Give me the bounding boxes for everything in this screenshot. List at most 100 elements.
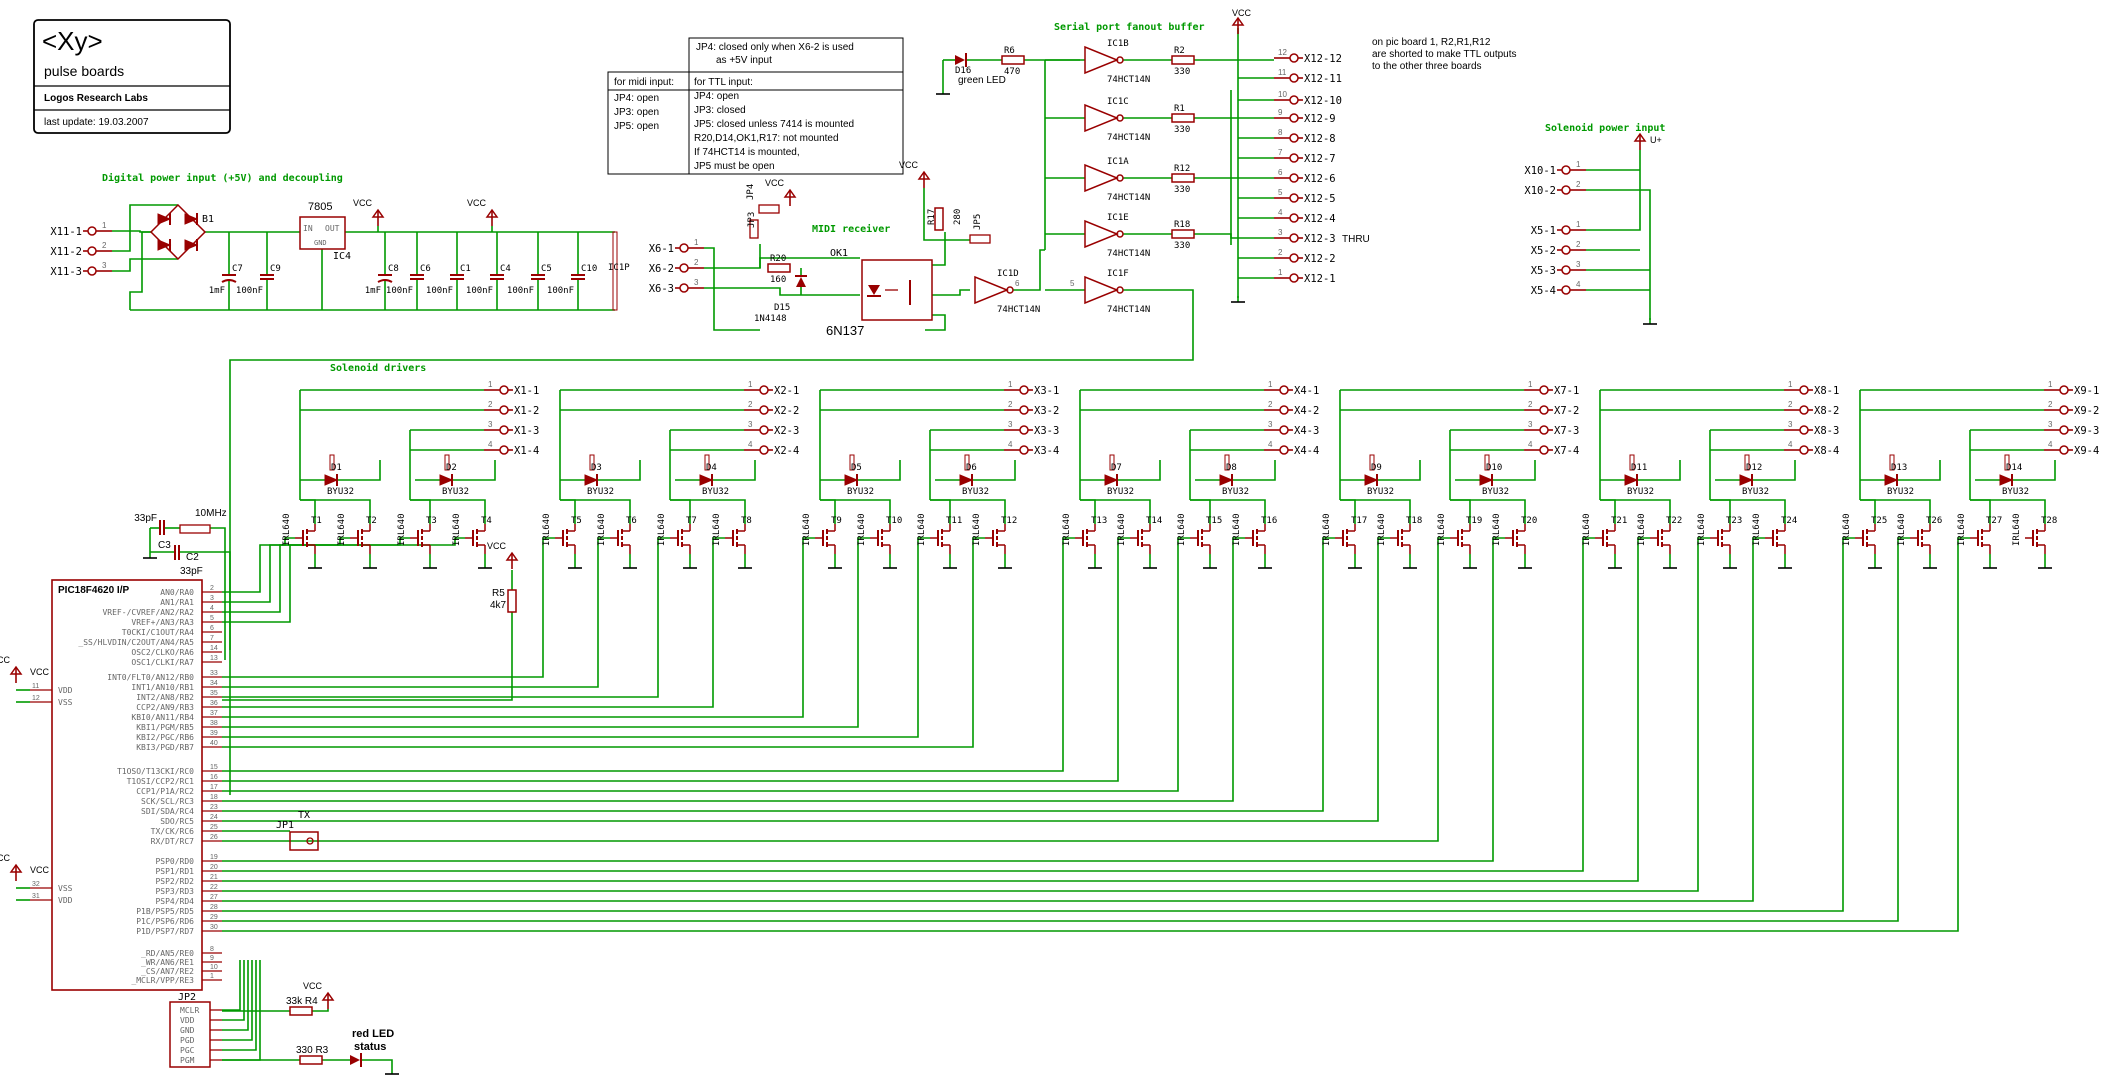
mcu-pin-label: INT2/AN8/RB2 — [136, 693, 194, 702]
resistor-ref: R12 — [1174, 164, 1190, 174]
diode-icon — [184, 239, 199, 251]
resistor-value: 280 — [953, 209, 963, 225]
connector-label: X10-2 — [1524, 185, 1556, 197]
icsp-header-icon — [169, 1001, 211, 1068]
capacitor-ref: C1 — [460, 264, 471, 274]
wire — [1117, 460, 1161, 481]
pin-label: GND — [314, 239, 327, 247]
icsp-pin-label: VDD — [180, 1016, 195, 1025]
pin-number: 4 — [488, 440, 493, 449]
connector-label: X1-4 — [514, 445, 539, 457]
diode-icon — [584, 474, 599, 486]
cap-value: 33pF — [134, 513, 157, 524]
inverter-bubble-icon — [1116, 174, 1124, 182]
mcu-pin-number: 6 — [210, 625, 214, 632]
mosfet-ref: T20 — [1521, 516, 1537, 526]
mcu-pin-number: 19 — [210, 854, 218, 861]
pin-number: 7 — [1278, 148, 1283, 157]
wire — [222, 537, 1505, 862]
note-text: JP4: open — [614, 93, 659, 104]
diode-icon — [439, 474, 454, 486]
mosfet-value: IRL640 — [1697, 513, 1707, 546]
pin-number: 10 — [1278, 90, 1287, 99]
mcu-pin-number: 22 — [210, 884, 218, 891]
pin-number: 4 — [1278, 208, 1283, 217]
diode-body — [964, 454, 970, 471]
mosfet-value: IRL640 — [1492, 513, 1502, 546]
pin-number: 2 — [1576, 240, 1581, 249]
connector-label: X12-8 — [1304, 133, 1336, 145]
mosfet-ref: T22 — [1666, 516, 1682, 526]
connector-pin-icon — [1799, 385, 1809, 395]
resistor-label: 330 R3 — [296, 1045, 329, 1056]
wire — [222, 537, 610, 688]
pin-number: 2 — [102, 241, 107, 250]
connector-pin-icon — [759, 425, 769, 435]
mosfet-ref: T28 — [2041, 516, 2057, 526]
wire — [712, 460, 756, 481]
diode-body — [1369, 454, 1375, 471]
connector-label: X7-4 — [1554, 445, 1579, 457]
connector-pin-icon — [1561, 225, 1571, 235]
capacitor-ref: C6 — [420, 264, 431, 274]
mcu-pin-label: SCK/SCL/RC3 — [141, 797, 194, 806]
mcu-pin-label: VREF+/AN3/RA3 — [131, 618, 194, 627]
wire — [410, 499, 486, 524]
inverter-bubble-icon — [1116, 114, 1124, 122]
diode-icon — [184, 213, 199, 225]
pin-number: 2 — [2048, 400, 2053, 409]
mcu-pin-number: 26 — [210, 834, 218, 841]
icsp-pin-label: PGC — [180, 1046, 195, 1055]
wires — [16, 28, 2056, 1068]
diode-value: BYU32 — [2002, 487, 2029, 497]
board-note: to the other three boards — [1372, 61, 1482, 72]
inverter-icon — [1084, 275, 1119, 305]
diode-ref: D4 — [706, 463, 717, 473]
mcu-pin-label: VDD — [58, 896, 73, 905]
mosfet-ref: T2 — [366, 516, 377, 526]
capacitor-value: 100nF — [426, 286, 453, 296]
mcu-pin-number: 16 — [210, 774, 218, 781]
connector-label: X3-1 — [1034, 385, 1059, 397]
mcu-pin-label: PSP1/RD1 — [155, 867, 194, 876]
wire — [222, 612, 513, 701]
connector-label: X12-12 — [1304, 53, 1342, 65]
connector-pin-icon — [679, 283, 689, 293]
connector-pin-icon — [759, 385, 769, 395]
diode-icon — [1364, 474, 1379, 486]
mcu-pin-label: OSC1/CLKI/RA7 — [131, 658, 194, 667]
pin-number: 4 — [1788, 440, 1793, 449]
connector-pin-icon — [1289, 233, 1299, 243]
wire — [1897, 460, 1941, 481]
wire — [222, 537, 1450, 842]
mcu-pin-number: 7 — [210, 635, 214, 642]
note-text: R20,D14,OK1,R17: not mounted — [694, 133, 839, 144]
pin-label: OUT — [325, 224, 340, 233]
mcu-pin-label: _CS/AN7/RE2 — [141, 967, 194, 976]
wire — [222, 960, 257, 1051]
wire — [1013, 249, 1045, 291]
led-icon — [955, 55, 965, 65]
diode-body — [589, 454, 595, 471]
wire — [222, 537, 985, 748]
diode-icon — [796, 277, 806, 287]
diode-body — [849, 454, 855, 471]
mosfet-ref: T1 — [311, 516, 322, 526]
wire — [222, 960, 249, 1031]
resistor-value: 160 — [770, 275, 786, 285]
wire — [222, 537, 1075, 772]
pin-number: 9 — [1278, 108, 1283, 117]
mcu-pin-label: SDO/RC5 — [160, 817, 194, 826]
connector-pin-icon — [1561, 245, 1571, 255]
mcu-pin-number: 5 — [210, 615, 214, 622]
mcu-pin-number: 23 — [210, 804, 218, 811]
crystal-icon — [179, 524, 211, 534]
mcu-pin-number: 37 — [210, 710, 218, 717]
connector-label: X2-1 — [774, 385, 799, 397]
pin-number: 2 — [1528, 400, 1533, 409]
connector-label: X5-4 — [1531, 285, 1556, 297]
pin-number: 3 — [1576, 260, 1581, 269]
mosfet-value: IRL640 — [337, 513, 347, 546]
diode-ref: D8 — [1226, 463, 1237, 473]
connector-label: X11-3 — [50, 266, 82, 278]
